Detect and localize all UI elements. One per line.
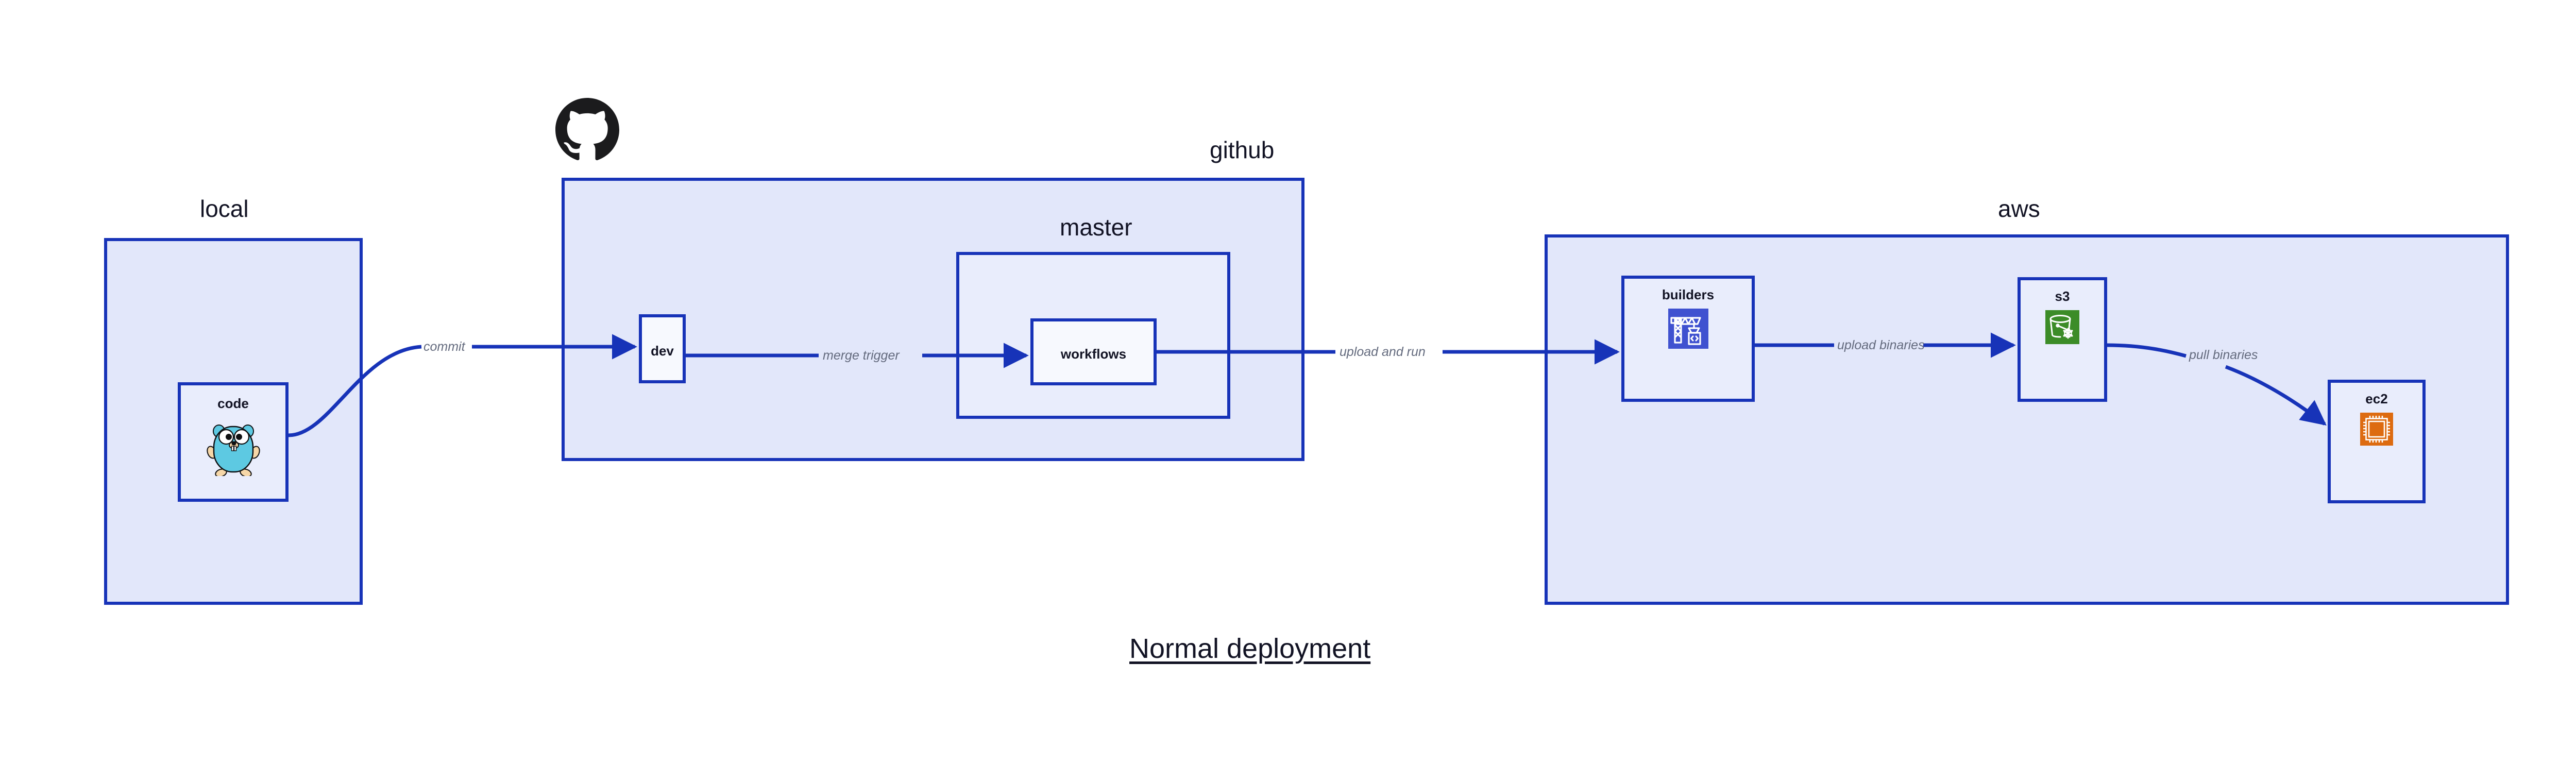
group-local-label: local [200, 195, 249, 222]
group-master-label: master [1060, 214, 1132, 241]
aws-s3-bucket-icon [2045, 310, 2079, 347]
node-workflows-label: workflows [1060, 346, 1127, 362]
node-builders-label: builders [1662, 287, 1715, 302]
group-github-label: github [1210, 137, 1275, 163]
edge-pull-binaries-label: pull binaries [2189, 348, 2258, 362]
node-ec2[interactable]: ec2 [2328, 380, 2426, 503]
node-code[interactable]: code [178, 382, 289, 502]
edge-merge-trigger-label: merge trigger [823, 348, 900, 363]
node-s3-label: s3 [2055, 288, 2070, 304]
node-code-label: code [217, 396, 249, 411]
edge-upload-binaries-label: upload binaries [1837, 338, 1925, 352]
node-s3[interactable]: s3 [2018, 277, 2107, 402]
node-workflows[interactable]: workflows [1030, 318, 1157, 385]
node-dev-label: dev [651, 343, 674, 359]
node-ec2-label: ec2 [2365, 391, 2388, 406]
node-dev[interactable]: dev [639, 314, 686, 383]
group-aws-label: aws [1998, 195, 2040, 222]
diagram-title: Normal deployment [1129, 633, 1371, 664]
github-octocat-logo [555, 98, 619, 164]
edge-upload-and-run-label: upload and run [1340, 345, 1426, 359]
node-builders[interactable]: builders [1621, 276, 1755, 402]
aws-ec2-chip-icon [2360, 413, 2393, 448]
edge-commit-label: commit [423, 339, 465, 354]
go-gopher-icon [206, 418, 260, 479]
aws-codebuild-icon [1668, 309, 1708, 351]
